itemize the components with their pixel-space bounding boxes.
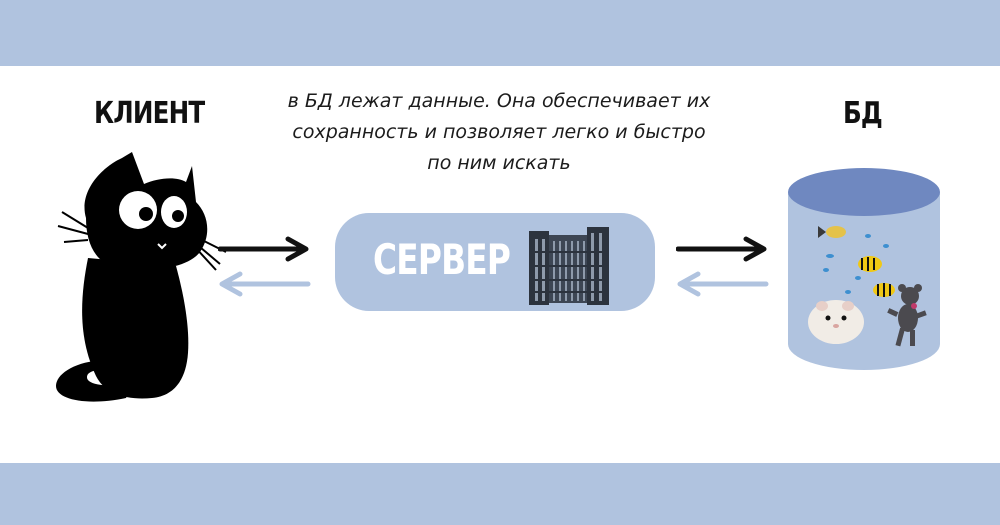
caption-line-1: в БД лежат данные. Она обеспечивает их [287, 90, 711, 112]
arrow-to-client [219, 271, 311, 297]
hamster-icon [808, 300, 864, 344]
building-icon [529, 227, 609, 305]
database-cylinder [788, 168, 940, 370]
fish-icon-1 [818, 226, 846, 238]
caption-line-2: сохранность и позволяет легко и быстро [292, 121, 706, 143]
client-label: КЛИЕНТ [94, 96, 205, 131]
db-label: БД [843, 96, 883, 131]
fish-icon-2 [858, 256, 882, 272]
fish-icon-3 [873, 283, 895, 297]
arrow-to-server-from-db [677, 271, 769, 297]
server-box: СЕРВЕР [335, 213, 655, 311]
caption: в БД лежат данные. Она обеспечивает их с… [260, 86, 738, 179]
teddy-icon [887, 284, 927, 347]
arrow-to-server [218, 236, 309, 262]
caption-line-3: по ним искать [427, 152, 571, 174]
server-label: СЕРВЕР [373, 235, 511, 284]
cat-body [82, 258, 189, 399]
cat-illustration [56, 152, 227, 402]
bottom-banner [0, 463, 1000, 525]
arrow-to-db [676, 236, 767, 262]
top-banner [0, 0, 1000, 66]
